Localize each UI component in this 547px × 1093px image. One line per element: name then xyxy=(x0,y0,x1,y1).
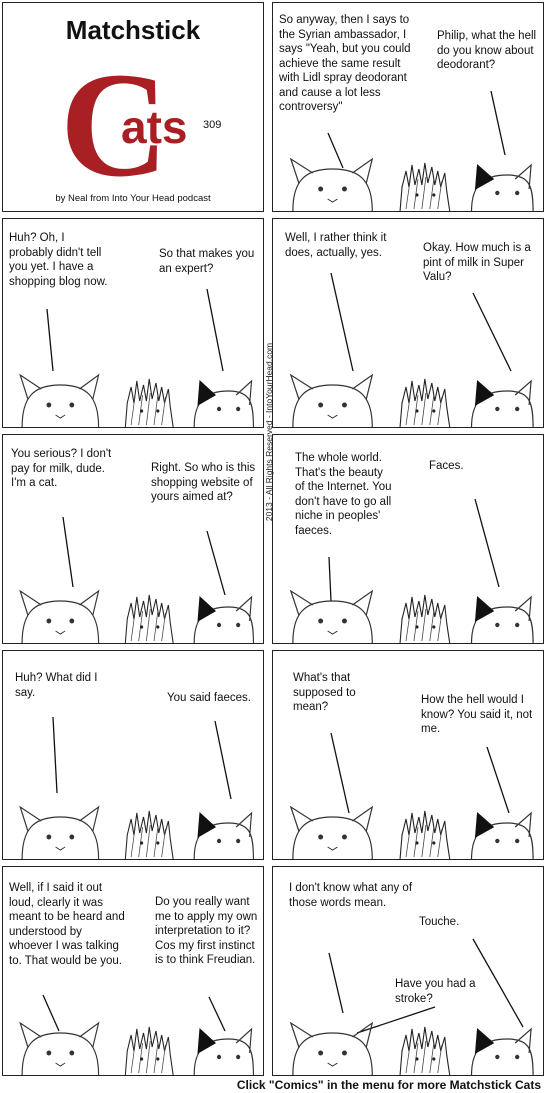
speech-text: Well, if I said it out loud, clearly it … xyxy=(9,882,125,967)
comic-panel-4: You serious? I don't pay for milk, dude.… xyxy=(2,434,264,644)
speech-text: Well, I rather think it does, actually, … xyxy=(285,232,387,259)
speech-text: Right. So who is this shopping website o… xyxy=(151,462,256,503)
comic-panel-5: The whole world. That's the beauty of th… xyxy=(272,434,544,644)
speech-text: So anyway, then I says to the Syrian amb… xyxy=(279,14,411,113)
byline: by Neal from Into Your Head podcast xyxy=(55,193,211,204)
speech-text: Touche. xyxy=(419,916,460,928)
cats-illustration xyxy=(290,374,534,427)
speech-text: What's that supposed to mean? xyxy=(293,672,356,713)
footer-caption: Click "Comics" in the menu for more Matc… xyxy=(236,1078,541,1092)
matchstick-cats-logo: C ats xyxy=(60,45,187,195)
speech-tails xyxy=(330,272,512,372)
speech-text: How the hell would I know? You said it, … xyxy=(421,694,533,735)
speech-text: You serious? I don't pay for milk, dude.… xyxy=(11,448,112,489)
comic-panel-6: Huh? What did I say. You said faeces. xyxy=(2,650,264,860)
speech-tails xyxy=(327,90,506,169)
cats-illustration xyxy=(19,1022,255,1075)
cats-illustration xyxy=(290,1022,534,1075)
issue-number: 309 xyxy=(203,119,222,131)
speech-text: Faces. xyxy=(429,460,464,472)
speech-tails xyxy=(328,498,500,602)
speech-tails xyxy=(46,288,224,372)
speech-text: Okay. How much is a pint of milk in Supe… xyxy=(423,242,531,283)
comic-panel-2: Huh? Oh, I probably didn't tell you yet.… xyxy=(2,218,264,428)
cats-illustration xyxy=(19,374,255,427)
speech-text: I don't know what any of those words mea… xyxy=(289,882,413,909)
cats-illustration xyxy=(19,590,255,643)
logo-letter: C xyxy=(60,45,168,195)
speech-text: Philip, what the hell do you know about … xyxy=(437,30,537,71)
speech-text: So that makes you an expert? xyxy=(159,248,255,275)
speech-text: The whole world. That's the beauty of th… xyxy=(295,452,392,537)
speech-text: Do you really want me to apply my own in… xyxy=(155,896,258,966)
speech-text: Have you had a stroke? xyxy=(395,978,476,1005)
speech-tails xyxy=(330,732,510,814)
cats-illustration xyxy=(290,158,534,211)
title-panel: Matchstick C ats 309 by Neal from Into Y… xyxy=(2,2,264,212)
speech-tails xyxy=(42,994,226,1032)
speech-tails xyxy=(62,516,226,596)
cats-illustration xyxy=(290,590,534,643)
speech-tails xyxy=(52,716,232,800)
comic-title: Matchstick xyxy=(65,15,201,45)
speech-tails xyxy=(328,938,524,1034)
comic-panel-8: Well, if I said it out loud, clearly it … xyxy=(2,866,264,1076)
comic-panel-3: Well, I rather think it does, actually, … xyxy=(272,218,544,428)
comic-panel-9: I don't know what any of those words mea… xyxy=(272,866,544,1076)
logo-rest: ats xyxy=(121,101,187,153)
cats-illustration xyxy=(19,806,255,859)
copyright-notice: 2013 - All Rights Reserved - IntoYourHea… xyxy=(264,342,274,522)
cats-illustration xyxy=(290,806,534,859)
speech-text: Huh? Oh, I probably didn't tell you yet.… xyxy=(9,232,108,288)
comic-panel-1: So anyway, then I says to the Syrian amb… xyxy=(272,2,544,212)
speech-text: Huh? What did I say. xyxy=(15,672,98,699)
comic-panel-7: What's that supposed to mean? How the he… xyxy=(272,650,544,860)
speech-text: You said faeces. xyxy=(167,692,251,704)
